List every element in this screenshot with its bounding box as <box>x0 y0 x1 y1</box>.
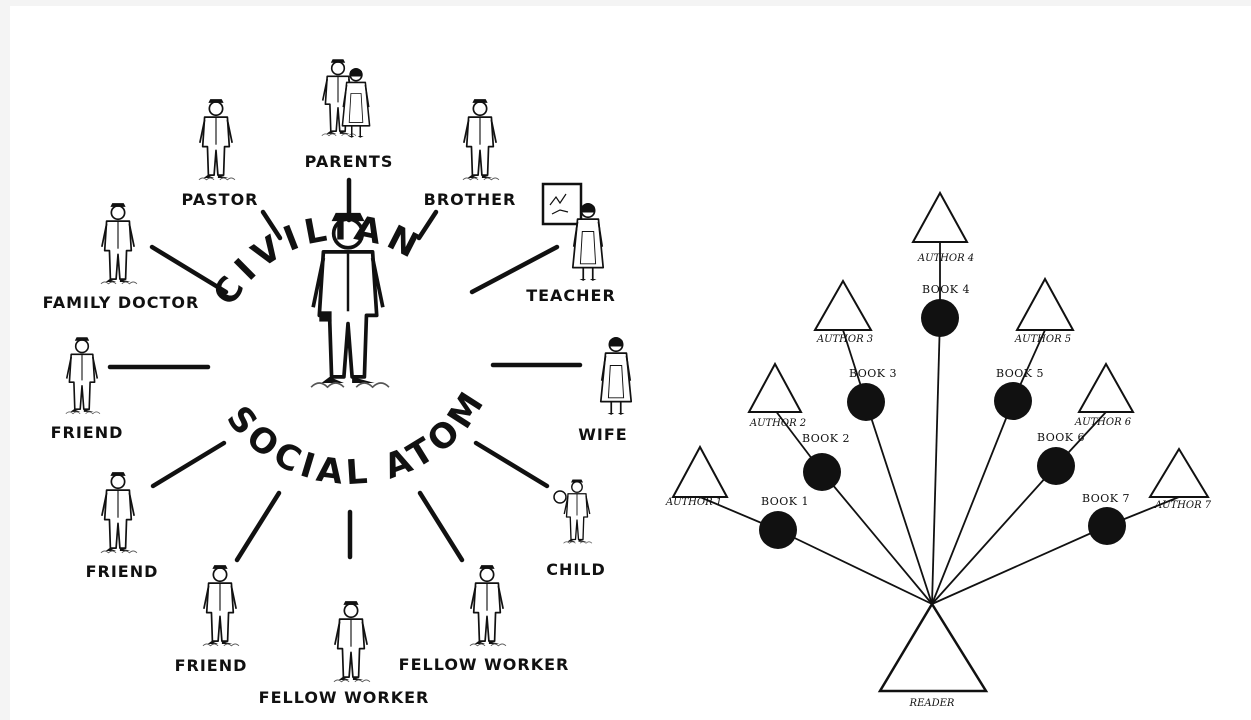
label-pastor: PASTOR <box>182 190 259 209</box>
link-book2-reader <box>822 472 932 604</box>
parents-figure <box>322 59 370 138</box>
reader-network-diagram: AUTHOR 1 AUTHOR 2 AUTHOR 3 AUTHOR 4 AUTH… <box>665 193 1212 709</box>
book-4-label: BOOK 4 <box>922 283 970 296</box>
friend-lower-left-figure <box>101 472 137 553</box>
label-family-doctor: FAMILY DOCTOR <box>43 293 200 312</box>
friend-bottom-figure <box>203 565 239 646</box>
book-5-node <box>994 382 1032 420</box>
label-parents: PARENTS <box>305 152 394 171</box>
child-figure <box>554 480 592 544</box>
social-atom-diagram: CIVILIAN SOCIAL ATOM <box>43 59 632 707</box>
friend-left-figure <box>66 337 100 414</box>
label-brother: BROTHER <box>424 190 517 209</box>
teacher-figure <box>543 184 603 281</box>
author-2-node <box>749 364 801 412</box>
pastor-figure <box>199 99 235 180</box>
spoke-friend-bottom <box>237 493 279 560</box>
reader-label: READER <box>909 698 955 709</box>
author-5-label: AUTHOR 5 <box>1014 334 1071 345</box>
author-7-label: AUTHOR 7 <box>1154 500 1212 511</box>
label-friend-lower-left: FRIEND <box>86 562 159 581</box>
author-2-label: AUTHOR 2 <box>749 418 806 429</box>
link-book3-reader <box>866 402 932 604</box>
book-1-node <box>759 511 797 549</box>
link-book4-reader <box>932 318 940 604</box>
book-2-label: BOOK 2 <box>802 432 850 445</box>
author-6-label: AUTHOR 6 <box>1074 417 1132 428</box>
author-4-label: AUTHOR 4 <box>917 253 974 264</box>
author-4-node <box>913 193 967 242</box>
author-5-node <box>1017 279 1073 330</box>
label-wife: WIFE <box>578 425 627 444</box>
author-6-node <box>1079 364 1133 412</box>
label-fellow-worker-bottom: FELLOW WORKER <box>259 688 430 707</box>
book-7-node <box>1088 507 1126 545</box>
social-atom-arc-title: SOCIAL ATOM <box>218 381 494 493</box>
civilian-arc-title: CIVILIAN <box>205 208 429 312</box>
book-4-node <box>921 299 959 337</box>
author-nodes <box>673 193 1208 497</box>
spoke-child <box>476 443 547 486</box>
link-book6-reader <box>932 466 1056 604</box>
fellow-worker-bottom-figure <box>334 601 370 682</box>
fellow-worker-right-figure <box>470 565 506 646</box>
author-3-node <box>815 281 871 330</box>
label-teacher: TEACHER <box>526 286 616 305</box>
label-fellow-worker-right: FELLOW WORKER <box>399 655 570 674</box>
link-book1-reader <box>778 530 932 604</box>
author-7-node <box>1150 449 1208 497</box>
book-2-node <box>803 453 841 491</box>
wife-figure <box>601 337 631 415</box>
author-3-label: AUTHOR 3 <box>816 334 873 345</box>
brother-figure <box>463 99 499 180</box>
label-child: CHILD <box>546 560 606 579</box>
book-6-label: BOOK 6 <box>1037 431 1085 444</box>
book-5-label: BOOK 5 <box>996 367 1044 380</box>
book-3-node <box>847 383 885 421</box>
author-1-node <box>673 447 727 497</box>
author-1-label: AUTHOR 1 <box>665 497 722 508</box>
spoke-friend-lower-left <box>153 443 224 486</box>
label-friend-left: FRIEND <box>51 423 124 442</box>
family-doctor-figure <box>101 203 137 284</box>
book-7-label: BOOK 7 <box>1082 492 1130 505</box>
label-friend-bottom: FRIEND <box>175 656 248 675</box>
book-1-label: BOOK 1 <box>761 495 809 508</box>
reader-node <box>880 604 986 691</box>
book-3-label: BOOK 3 <box>849 367 897 380</box>
book-6-node <box>1037 447 1075 485</box>
spoke-fellow-worker-right <box>420 493 462 560</box>
